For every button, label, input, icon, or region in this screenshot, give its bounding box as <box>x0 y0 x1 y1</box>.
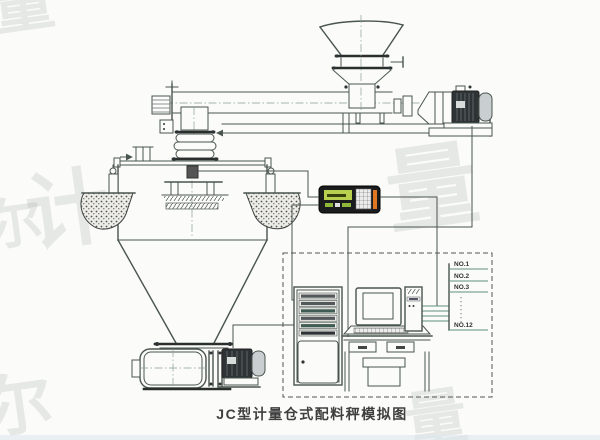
door-handle <box>301 360 305 364</box>
hopper-lid <box>114 160 271 166</box>
motor-nameplate <box>227 357 236 364</box>
indicator-key <box>342 203 351 207</box>
motor-end-cap <box>478 92 493 122</box>
weigh-hopper <box>80 146 301 344</box>
feed-chute <box>348 83 376 109</box>
conveyor-end-bearing <box>151 95 171 115</box>
tower-pc <box>404 286 423 332</box>
discharge-bellows <box>171 106 219 161</box>
cabinet-modules <box>298 292 338 337</box>
indicator-key <box>335 203 340 207</box>
channel-label: NO.3 <box>454 284 470 291</box>
scan-edge <box>0 435 600 440</box>
channel-label: NO.12 <box>454 322 473 329</box>
indicator-keypad <box>355 188 372 210</box>
motor-end-cap <box>251 350 266 377</box>
sensor-box <box>159 119 174 134</box>
keyboard <box>353 327 409 334</box>
control-room-boundary <box>282 252 493 398</box>
computer-workstation <box>341 286 433 392</box>
desk <box>341 335 433 392</box>
diagram-title: JC型计量仓式配料秤模拟图 <box>216 406 407 422</box>
indicator-key <box>325 203 333 207</box>
channel-label: NO.2 <box>454 273 470 280</box>
load-cell-right <box>243 164 301 230</box>
valve-motor <box>217 348 266 388</box>
channel-label: NO.1 <box>454 261 470 268</box>
control-cabinet <box>293 286 343 386</box>
monitor <box>355 287 402 326</box>
signal-wires <box>198 126 473 348</box>
cabinet-door <box>297 340 339 384</box>
top-feed-hopper <box>319 15 404 110</box>
rotary-valve <box>131 342 266 391</box>
load-cell-left <box>80 164 136 230</box>
motor-nameplate <box>456 101 465 108</box>
weighing-indicator <box>318 185 381 214</box>
under-desk-unit <box>362 357 406 387</box>
discharge-box <box>180 106 209 131</box>
spreader <box>161 165 229 210</box>
load-cell-junction-box <box>186 165 199 179</box>
conveyor-drive-motor <box>393 85 493 137</box>
indicator-orange-strip <box>373 190 377 209</box>
channel-labels: NO.1 NO.2 NO.3 NO.12 <box>448 261 488 331</box>
